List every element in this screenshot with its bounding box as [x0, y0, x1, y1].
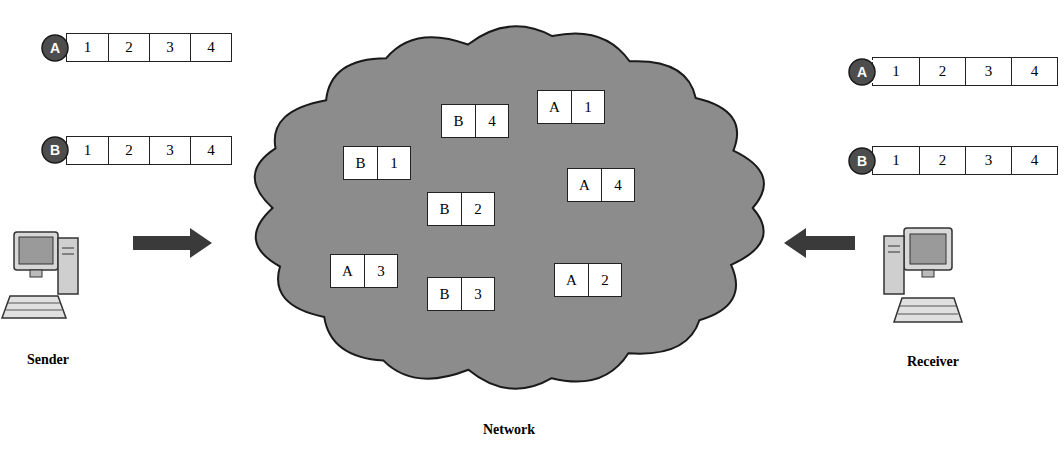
segment-cell: 2: [919, 147, 965, 174]
computer-icon: [2, 232, 78, 318]
device-label: Receiver: [907, 354, 959, 370]
segment-number: 4: [1031, 152, 1039, 169]
message-bar: 1 2 3 4: [872, 57, 1058, 86]
segment-cell: 3: [149, 34, 190, 61]
segment-number: 1: [84, 39, 92, 56]
packet-tag: B: [439, 201, 449, 218]
packet-box: B4: [441, 104, 509, 138]
badge-letter: B: [50, 142, 60, 158]
sequence-badge: A: [848, 58, 876, 86]
packet-cell: B: [344, 147, 377, 179]
segment-number: 1: [84, 142, 92, 159]
segment-number: 1: [892, 63, 900, 80]
message-bar: 1 2 3 4: [66, 136, 232, 165]
packet-number: 2: [601, 272, 609, 289]
badge-letter: B: [857, 153, 867, 169]
packet-cell: 4: [475, 105, 508, 137]
packet-cell: B: [428, 278, 461, 310]
message-bar: 1 2 3 4: [66, 33, 232, 62]
packet-cell: 3: [364, 255, 397, 287]
segment-cell: 2: [919, 58, 965, 85]
packet-cell: A: [331, 255, 364, 287]
packet-cell: A: [555, 264, 588, 296]
segment-number: 3: [166, 142, 174, 159]
packet-cell: 2: [461, 193, 494, 225]
segment-cell: 2: [108, 34, 149, 61]
segment-cell: 1: [873, 147, 919, 174]
computer-icon: [884, 228, 962, 322]
packet-box: A2: [554, 263, 622, 297]
segment-number: 3: [166, 39, 174, 56]
packet-cell: 1: [377, 147, 410, 179]
segment-cell: 3: [965, 58, 1011, 85]
packet-number: 3: [377, 263, 385, 280]
packet-number: 1: [584, 99, 592, 116]
packet-box: A3: [330, 254, 398, 288]
packet-cell: B: [442, 105, 475, 137]
packet-tag: A: [549, 99, 560, 116]
packet-cell: A: [538, 91, 571, 123]
segment-cell: 4: [190, 137, 231, 164]
segment-number: 3: [985, 63, 993, 80]
sequence-badge: B: [848, 147, 876, 175]
packet-box: A4: [567, 168, 635, 202]
packet-cell: B: [428, 193, 461, 225]
packet-box: B2: [427, 192, 495, 226]
segment-number: 4: [207, 39, 215, 56]
segment-number: 1: [892, 152, 900, 169]
network-cloud: NetworkA1B4B1A4B2A3B3A2: [228, 8, 790, 446]
segment-number: 2: [939, 152, 947, 169]
flow-arrow: [784, 228, 855, 258]
segment-cell: 1: [67, 34, 108, 61]
cloud-outline: [228, 8, 790, 446]
packet-box: A1: [537, 90, 605, 124]
segment-number: 4: [207, 142, 215, 159]
packet-cell: 2: [588, 264, 621, 296]
segment-number: 2: [939, 63, 947, 80]
sequence-badge: A: [41, 34, 69, 62]
segment-cell: 4: [190, 34, 231, 61]
packet-box: B3: [427, 277, 495, 311]
packet-cell: 3: [461, 278, 494, 310]
badge-letter: A: [50, 40, 60, 56]
packet-tag: B: [453, 113, 463, 130]
cloud-caption: Network: [228, 422, 790, 438]
segment-cell: 4: [1011, 147, 1057, 174]
segment-cell: 4: [1011, 58, 1057, 85]
segment-number: 4: [1031, 63, 1039, 80]
segment-number: 2: [125, 142, 133, 159]
packet-cell: A: [568, 169, 601, 201]
packet-tag: A: [579, 177, 590, 194]
badge-letter: A: [857, 64, 867, 80]
packet-tag: B: [439, 286, 449, 303]
segment-cell: 1: [873, 58, 919, 85]
packet-tag: A: [566, 272, 577, 289]
device-label: Sender: [27, 352, 69, 368]
packet-number: 4: [488, 113, 496, 130]
segment-number: 3: [985, 152, 993, 169]
packet-tag: B: [355, 155, 365, 172]
packet-box: B1: [343, 146, 411, 180]
packet-number: 1: [390, 155, 398, 172]
network-label: Network: [483, 422, 535, 437]
packet-number: 2: [474, 201, 482, 218]
sequence-badge: B: [41, 136, 69, 164]
packet-cell: 4: [601, 169, 634, 201]
packet-tag: A: [342, 263, 353, 280]
segment-cell: 3: [149, 137, 190, 164]
segment-cell: 3: [965, 147, 1011, 174]
packet-number: 4: [614, 177, 622, 194]
message-bar: 1 2 3 4: [872, 146, 1058, 175]
packet-cell: 1: [571, 91, 604, 123]
segment-cell: 1: [67, 137, 108, 164]
flow-arrow: [133, 228, 212, 258]
segment-number: 2: [125, 39, 133, 56]
segment-cell: 2: [108, 137, 149, 164]
packet-number: 3: [474, 286, 482, 303]
